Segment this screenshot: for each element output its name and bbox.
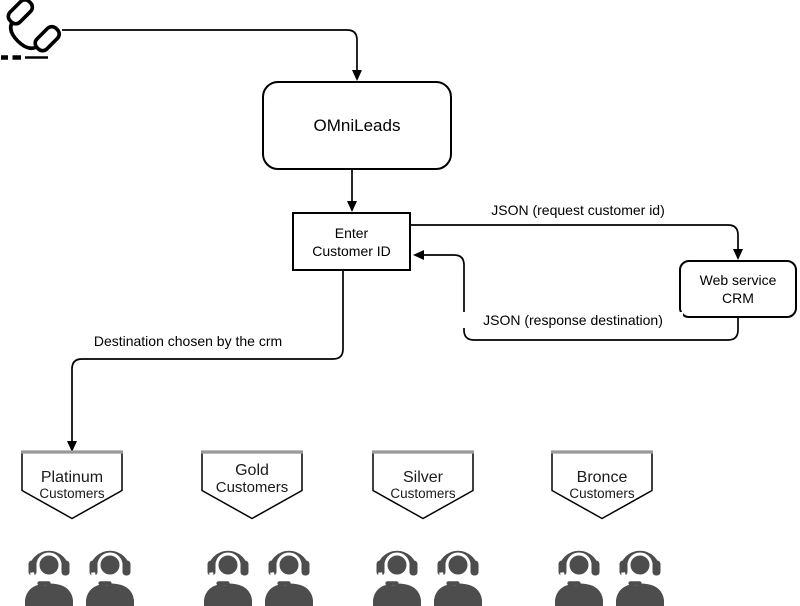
queue-bronce: Bronce Customers [551, 450, 653, 520]
headset-agent-icon [554, 544, 604, 606]
headset-agent-icon [433, 544, 483, 606]
queue-silver-label: Silver Customers [390, 469, 456, 501]
headset-agent-icon [203, 544, 253, 606]
agents-bronce [554, 544, 665, 606]
headset-agent-icon [264, 544, 314, 606]
pentagon-shape [372, 450, 474, 520]
edge-call-to-omnileads [62, 29, 362, 81]
edge-label-request: JSON (request customer id) [470, 202, 686, 218]
queue-platinum: Platinum Customers [21, 450, 123, 520]
node-web-service-crm: Web service CRM [679, 260, 797, 318]
pentagon-shape [21, 450, 123, 520]
queue-silver: Silver Customers [372, 450, 474, 520]
queue-gold: Gold Customers [201, 450, 303, 520]
headset-agent-icon [615, 544, 665, 606]
phone-handset-icon [1, 0, 62, 60]
edge-label-response: JSON (response destination) [463, 312, 683, 328]
pentagon-shape [551, 450, 653, 520]
node-omnileads: OMniLeads [262, 81, 452, 170]
agents-silver [372, 544, 483, 606]
edge-label-destination: Destination chosen by the crm [86, 333, 290, 349]
edge-omnileads-to-enter [347, 170, 357, 212]
queue-platinum-label: Platinum Customers [39, 469, 105, 501]
agents-platinum [24, 544, 135, 606]
agents-gold [203, 544, 314, 606]
edge-destination [67, 271, 344, 452]
queue-gold-label: Gold Customers [215, 462, 289, 496]
node-crm-label: Web service CRM [699, 272, 777, 306]
headset-agent-icon [24, 544, 74, 606]
pentagon-shape [201, 450, 303, 520]
headset-agent-icon [372, 544, 422, 606]
node-enter-customer-id: Enter Customer ID [292, 212, 411, 271]
node-omnileads-label: OMniLeads [313, 115, 401, 135]
node-enter-label: Enter Customer ID [312, 224, 391, 259]
headset-agent-icon [85, 544, 135, 606]
edge-request [411, 224, 743, 260]
queue-bronce-label: Bronce Customers [569, 469, 635, 501]
edge-response [413, 250, 739, 341]
